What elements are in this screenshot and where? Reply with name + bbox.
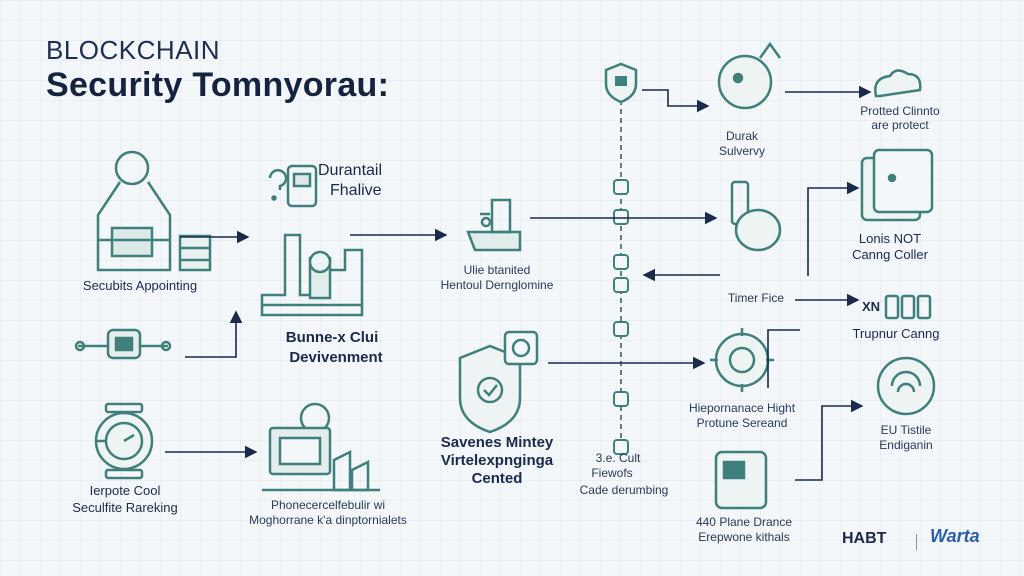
creature-node-icon (717, 41, 782, 110)
label-bunne-2: Devivenment (289, 349, 383, 366)
title-line1: BLOCKCHAIN (46, 35, 221, 65)
label-ulie-1: Ulie btanited (463, 263, 531, 277)
label-cule-2: Fiewofs (591, 466, 633, 480)
laptop-person-icon (262, 402, 380, 492)
label-durantail-2: Fhalive (330, 182, 382, 199)
label-cule-3: Cade derumbing (579, 483, 669, 497)
logo-habt: HABT (842, 530, 887, 547)
label-bottom-mid-2: Moghorrane k'a dinptornialets (249, 513, 407, 527)
document-icon (860, 148, 934, 222)
building-lock-icon (96, 150, 212, 272)
label-durak-2: Sulvervy (718, 144, 766, 158)
label-plane-1: 440 Plane Drance (695, 515, 793, 529)
label-hieponance-2: Protune Sereand (696, 416, 788, 430)
connector-arrows (165, 85, 872, 481)
label-savenes-1: Savenes Mintey (440, 434, 554, 451)
battery-cells-icon (884, 294, 932, 320)
label-trupnur: Trupnur Canng (852, 326, 940, 341)
label-protted-1: Protted Clinnto (860, 104, 940, 118)
label-eu-2: Endiganin (879, 438, 933, 452)
label-savenes-2: Virtelexpnginga (440, 452, 554, 469)
label-bunne-1: Bunne-x Clui (285, 329, 379, 346)
label-durak-1: Durak (725, 129, 759, 143)
question-device-icon (268, 164, 318, 208)
footer-separator (916, 534, 917, 550)
page-title: Security Tomnyorau: (46, 66, 390, 104)
label-savenes-3: Cented (471, 470, 523, 487)
shield-check-icon (458, 330, 539, 434)
label-hieponance-1: Hiepornanace Hight (688, 401, 796, 415)
gear-icon (710, 328, 774, 392)
label-lonis-2: Canng Coller (852, 247, 928, 262)
fingerprint-icon (876, 356, 936, 416)
label-durantail-1: Durantail (318, 162, 383, 179)
shield-icon (604, 62, 638, 104)
label-protted-2: are protect (871, 118, 929, 132)
dial-watch-icon (94, 402, 154, 480)
label-ulie-2: Hentoul Dernglomine (440, 278, 554, 292)
cloud-lock-icon (874, 69, 922, 98)
label-eu-1: EU Tistile (880, 423, 932, 437)
label-cule-1: 3.e. Cult (595, 451, 641, 465)
central-spine (613, 100, 629, 460)
logo-warta: Warta (930, 526, 980, 546)
label-timer-fice: Timer Fice (727, 291, 785, 305)
tablet-icon (714, 450, 768, 510)
label-bottom-mid-1: Phonecercelfebulir wi (270, 498, 386, 512)
label-ierpote-2: Seculfite Rareking (72, 500, 178, 515)
label-lonis-1: Lonis NOT (858, 231, 922, 246)
factory-icon (260, 233, 364, 317)
label-ierpote-1: Ierpote Cool (89, 483, 161, 498)
label-plane-2: Erepwone kithals (698, 530, 790, 544)
data-tower-icon (466, 198, 522, 252)
label-xn: XN (862, 299, 881, 314)
label-securits: Secubits Appointing (82, 278, 198, 293)
phone-creature-icon (730, 180, 782, 252)
network-device-icon (74, 328, 172, 360)
